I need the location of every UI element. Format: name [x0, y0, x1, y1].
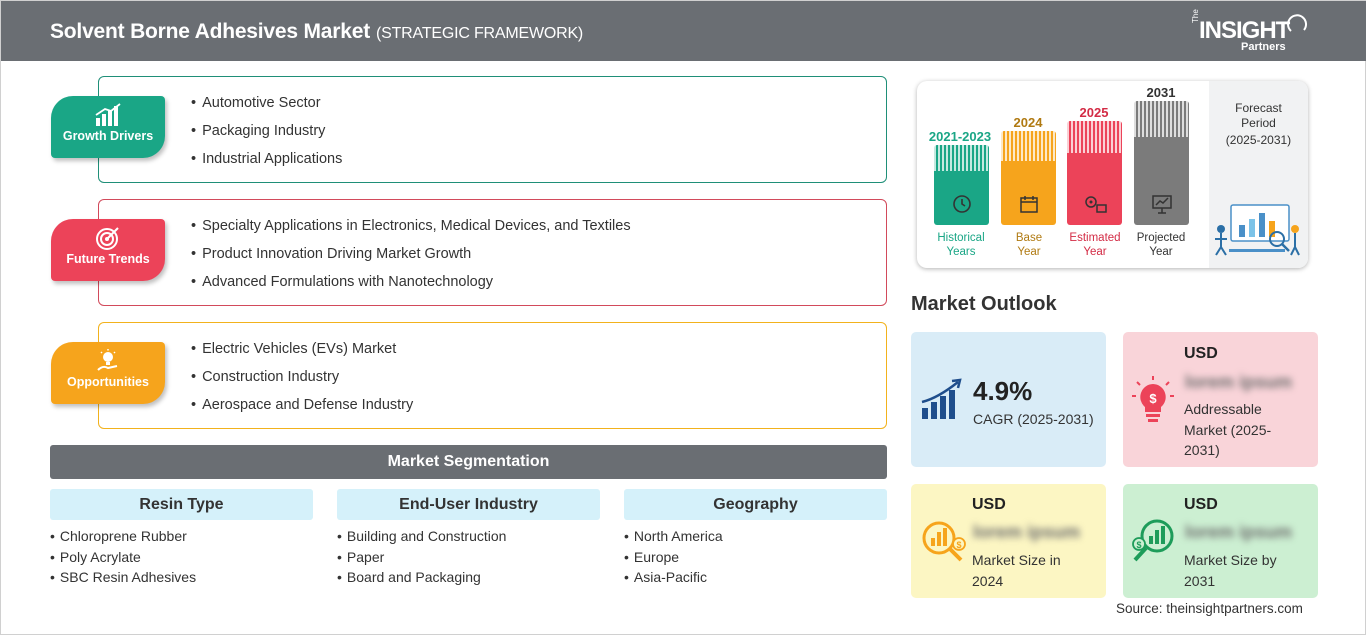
forecast-line2: Period: [1241, 116, 1276, 130]
timeline-year: 2021-2023: [928, 129, 992, 144]
list-item: Specialty Applications in Electronics, M…: [191, 212, 631, 240]
cagr-value: 4.9%: [973, 376, 1033, 406]
insight-partners-logo: The INSIGHT Partners: [1191, 9, 1321, 55]
blurred-amount: lorem ipsum: [1185, 372, 1293, 392]
logo-arc-icon: [1287, 14, 1307, 32]
list-item: Construction Industry: [191, 363, 413, 391]
market-size-2024-card: $ USD lorem ipsum Market Size in 2024: [911, 484, 1106, 598]
estimate-gear-icon: [1084, 196, 1107, 213]
list-item: Automotive Sector: [191, 89, 342, 117]
blurred-amount: lorem ipsum: [1185, 522, 1293, 542]
timeline-bar-projected: [1134, 101, 1189, 225]
segment-header: End-User Industry: [337, 489, 600, 520]
forecast-years: (2025-2031): [1225, 133, 1292, 147]
segmentation-title: Market Segmentation: [50, 445, 887, 479]
market-size-2031-label: Market Size by 2031: [1184, 552, 1277, 589]
svg-text:$: $: [1136, 540, 1141, 550]
future-trends-box: Specialty Applications in Electronics, M…: [98, 199, 887, 306]
segment-header: Resin Type: [50, 489, 313, 520]
bar-stripes: [1001, 131, 1056, 161]
segment-end-user-industry: End-User Industry Building and Construct…: [337, 489, 600, 588]
segment-header: Geography: [624, 489, 887, 520]
market-size-2024-label: Market Size in 2024: [972, 552, 1061, 589]
list-item: Advanced Formulations with Nanotechnolog…: [191, 268, 631, 296]
svg-text:$: $: [956, 540, 961, 550]
list-item: Asia-Pacific: [624, 567, 887, 588]
cagr-card: 4.9% CAGR (2025-2031): [911, 332, 1106, 467]
growth-drivers-box: Automotive Sector Packaging Industry Ind…: [98, 76, 887, 183]
list-item: Packaging Industry: [191, 117, 342, 145]
addressable-label: Addressable Market (2025-2031): [1184, 401, 1272, 458]
history-clock-icon: [952, 195, 971, 213]
list-item: Poly Acrylate: [50, 547, 313, 568]
opportunities-label: Opportunities: [67, 375, 149, 389]
source-note: Source: theinsightpartners.com: [1116, 601, 1303, 616]
opportunities-badge: Opportunities: [51, 342, 165, 404]
list-item: Paper: [337, 547, 600, 568]
bar-stripes: [1067, 121, 1122, 153]
list-item: Chloroprene Rubber: [50, 526, 313, 547]
logo-insight: INSIGHT: [1199, 17, 1290, 44]
money-bulb-icon: $: [1132, 376, 1174, 422]
growth-drivers-badge: Growth Drivers: [51, 96, 165, 158]
list-item: Industrial Applications: [191, 145, 342, 173]
blurred-amount: lorem ipsum: [973, 522, 1081, 542]
target-icon: [96, 227, 119, 250]
page-subtitle: (STRATEGIC FRAMEWORK): [376, 25, 584, 42]
segment-resin-type: Resin Type Chloroprene Rubber Poly Acryl…: [50, 489, 313, 588]
svg-text:$: $: [1149, 391, 1157, 406]
growth-chart-icon: [95, 103, 121, 126]
forecast-period: Forecast Period (2025-2031): [1209, 101, 1308, 148]
list-item: Board and Packaging: [337, 567, 600, 588]
future-trends-badge: Future Trends: [51, 219, 165, 281]
bar-stripes: [934, 145, 989, 171]
list-item: Aerospace and Defense Industry: [191, 391, 413, 419]
timeline-year: 2031: [1146, 85, 1176, 100]
timeline-bar-historical: [934, 145, 989, 225]
list-item: Electric Vehicles (EVs) Market: [191, 335, 413, 363]
magnifier-chart-icon: $: [1132, 519, 1174, 562]
page-title: Solvent Borne Adhesives Market(STRATEGIC…: [50, 20, 584, 43]
analyst-illustration-icon: [1215, 204, 1300, 256]
lightbulb-hand-icon: [97, 349, 118, 371]
presentation-chart-icon: [1151, 195, 1172, 214]
growth-chart-icon: [921, 378, 962, 419]
currency-label: USD: [1184, 496, 1218, 513]
timeline-year: 2025: [1079, 105, 1109, 120]
forecast-line1: Forecast: [1235, 101, 1282, 115]
timeline-year: 2024: [1013, 115, 1043, 130]
logo-partners: Partners: [1241, 41, 1286, 53]
timeline-bar-base: [1001, 131, 1056, 225]
market-size-2031-card: $ USD lorem ipsum Market Size by 2031: [1123, 484, 1318, 598]
opportunities-box: Electric Vehicles (EVs) Market Construct…: [98, 322, 887, 429]
addressable-market-card: $ USD lorem ipsum Addressable Market (20…: [1123, 332, 1318, 467]
market-outlook-title: Market Outlook: [911, 293, 1057, 315]
currency-label: USD: [972, 496, 1006, 513]
growth-drivers-label: Growth Drivers: [62, 129, 154, 143]
list-item: SBC Resin Adhesives: [50, 567, 313, 588]
timeline-card: Forecast Period (2025-2031) 2021-2023 Hi…: [917, 81, 1308, 268]
magnifier-chart-icon: $: [922, 521, 966, 562]
cagr-label: CAGR (2025-2031): [973, 411, 1094, 427]
future-trends-label: Future Trends: [66, 252, 150, 266]
list-item: Product Innovation Driving Market Growth: [191, 240, 631, 268]
currency-label: USD: [1184, 345, 1218, 362]
segment-geography: Geography North America Europe Asia-Paci…: [624, 489, 887, 588]
calendar-icon: [1019, 196, 1038, 213]
header-bar: Solvent Borne Adhesives Market(STRATEGIC…: [1, 1, 1366, 61]
list-item: Europe: [624, 547, 887, 568]
list-item: Building and Construction: [337, 526, 600, 547]
bar-stripes: [1134, 101, 1189, 137]
timeline-bar-estimated: [1067, 121, 1122, 225]
list-item: North America: [624, 526, 887, 547]
